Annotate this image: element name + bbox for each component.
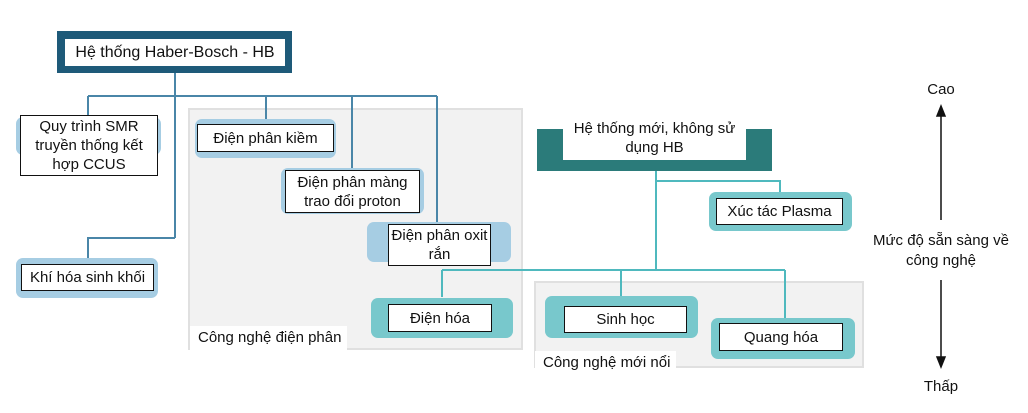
photo-node: Quang hóa <box>719 323 843 351</box>
electrolysis-group-label: Công nghệ điện phân <box>190 326 348 350</box>
smr-node: Quy trình SMR truyền thống kết hợp CCUS <box>20 115 158 176</box>
new-system-node: Hệ thống mới, không sử dụng HB <box>563 115 746 160</box>
biomass-node: Khí hóa sinh khối <box>21 264 154 291</box>
connector-biomass <box>87 237 175 262</box>
emerging-group-label: Công nghệ mới nổi <box>535 351 677 375</box>
arrow-down-icon <box>935 356 947 370</box>
axis-top-label: Cao <box>927 81 955 98</box>
haber-bosch-node: Hệ thống Haber-Bosch - HB <box>65 39 285 66</box>
soec-node: Điện phân oxit rắn <box>388 224 491 266</box>
hb-connectors <box>87 70 438 262</box>
axis-middle-label: Mức độ sẵn sàng về công nghệ <box>873 232 1009 269</box>
bio-node: Sinh học <box>564 306 687 333</box>
readiness-axis <box>935 103 947 370</box>
arrow-up-icon <box>935 103 947 117</box>
new-system-connectors <box>441 170 786 318</box>
electrochem-node: Điện hóa <box>388 304 492 332</box>
pem-node: Điện phân màng trao đổi proton <box>285 170 420 213</box>
axis-bottom-label: Thấp <box>923 378 959 395</box>
connector-plasma <box>656 180 781 192</box>
alkaline-node: Điện phân kiềm <box>197 124 334 152</box>
plasma-node: Xúc tác Plasma <box>716 198 843 225</box>
